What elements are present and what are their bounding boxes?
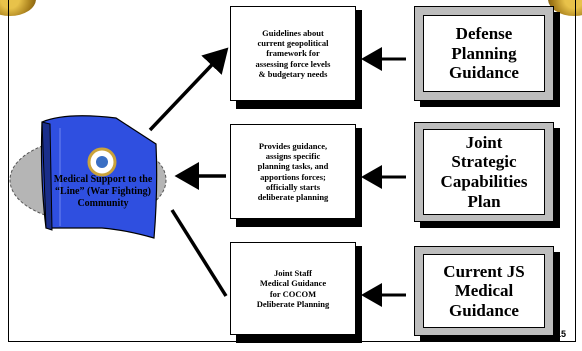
document-line: Planning <box>451 43 517 63</box>
binder-cover <box>40 115 158 239</box>
description-line: current geopolitical <box>257 38 329 49</box>
description-line: Medical Guidance <box>259 278 327 289</box>
binder-label: Medical Support to the “Line” (War Fight… <box>28 174 178 210</box>
description-line: officially starts <box>265 181 321 192</box>
jsmg-description-box: Joint Staff Medical Guidance for COCOM D… <box>230 242 356 335</box>
description-line: Deliberate Planning <box>256 298 330 309</box>
page-number: 15 <box>556 329 567 339</box>
document-line: Defense <box>455 24 513 44</box>
document-line: Joint <box>465 132 503 152</box>
binder-to-top-connector <box>148 47 229 132</box>
dpg-document-label: Defense Planning Guidance <box>423 15 545 92</box>
document-line: Strategic <box>451 152 517 172</box>
description-line: & budgetary needs <box>258 68 328 79</box>
binder-to-bottom-connector <box>170 209 228 297</box>
jsmg-document-label: Current JS Medical Guidance <box>423 254 545 328</box>
document-line: Current JS <box>443 261 525 281</box>
description-line: for COCOM <box>269 288 317 299</box>
dpg-document-panel: Defense Planning Guidance <box>414 6 554 101</box>
document-line: Plan <box>467 191 501 211</box>
document-line: Guidance <box>449 63 519 83</box>
description-line: deliberate planning <box>257 191 329 202</box>
document-line: Medical <box>454 281 514 301</box>
jscp-document-label: Joint Strategic Capabilities Plan <box>423 129 545 215</box>
description-line: apportions forces; <box>260 171 326 182</box>
binder-label-line-3: Community <box>77 198 129 209</box>
binder-spine <box>41 121 53 231</box>
description-line: assessing force levels <box>255 58 331 69</box>
document-line: Guidance <box>449 300 519 320</box>
jscp-description-box: Provides guidance, assigns specific plan… <box>230 124 356 219</box>
description-line: assigns specific <box>265 151 321 162</box>
description-line: planning tasks, and <box>257 161 329 172</box>
binder-label-line-2: “Line” (War Fighting) <box>55 186 151 197</box>
jscp-document-panel: Joint Strategic Capabilities Plan <box>414 122 554 222</box>
description-line: Provides guidance, <box>258 141 328 152</box>
description-line: Joint Staff <box>273 268 312 279</box>
jsmg-document-panel: Current JS Medical Guidance <box>414 246 554 336</box>
binder-illustration <box>9 115 167 239</box>
description-line: framework for <box>266 48 320 59</box>
dpg-description-box: Guidelines about current geopolitical fr… <box>230 6 356 101</box>
document-line: Capabilities <box>440 172 528 191</box>
binder-label-line-1: Medical Support to the <box>53 174 153 185</box>
description-line: Guidelines about <box>262 28 324 39</box>
